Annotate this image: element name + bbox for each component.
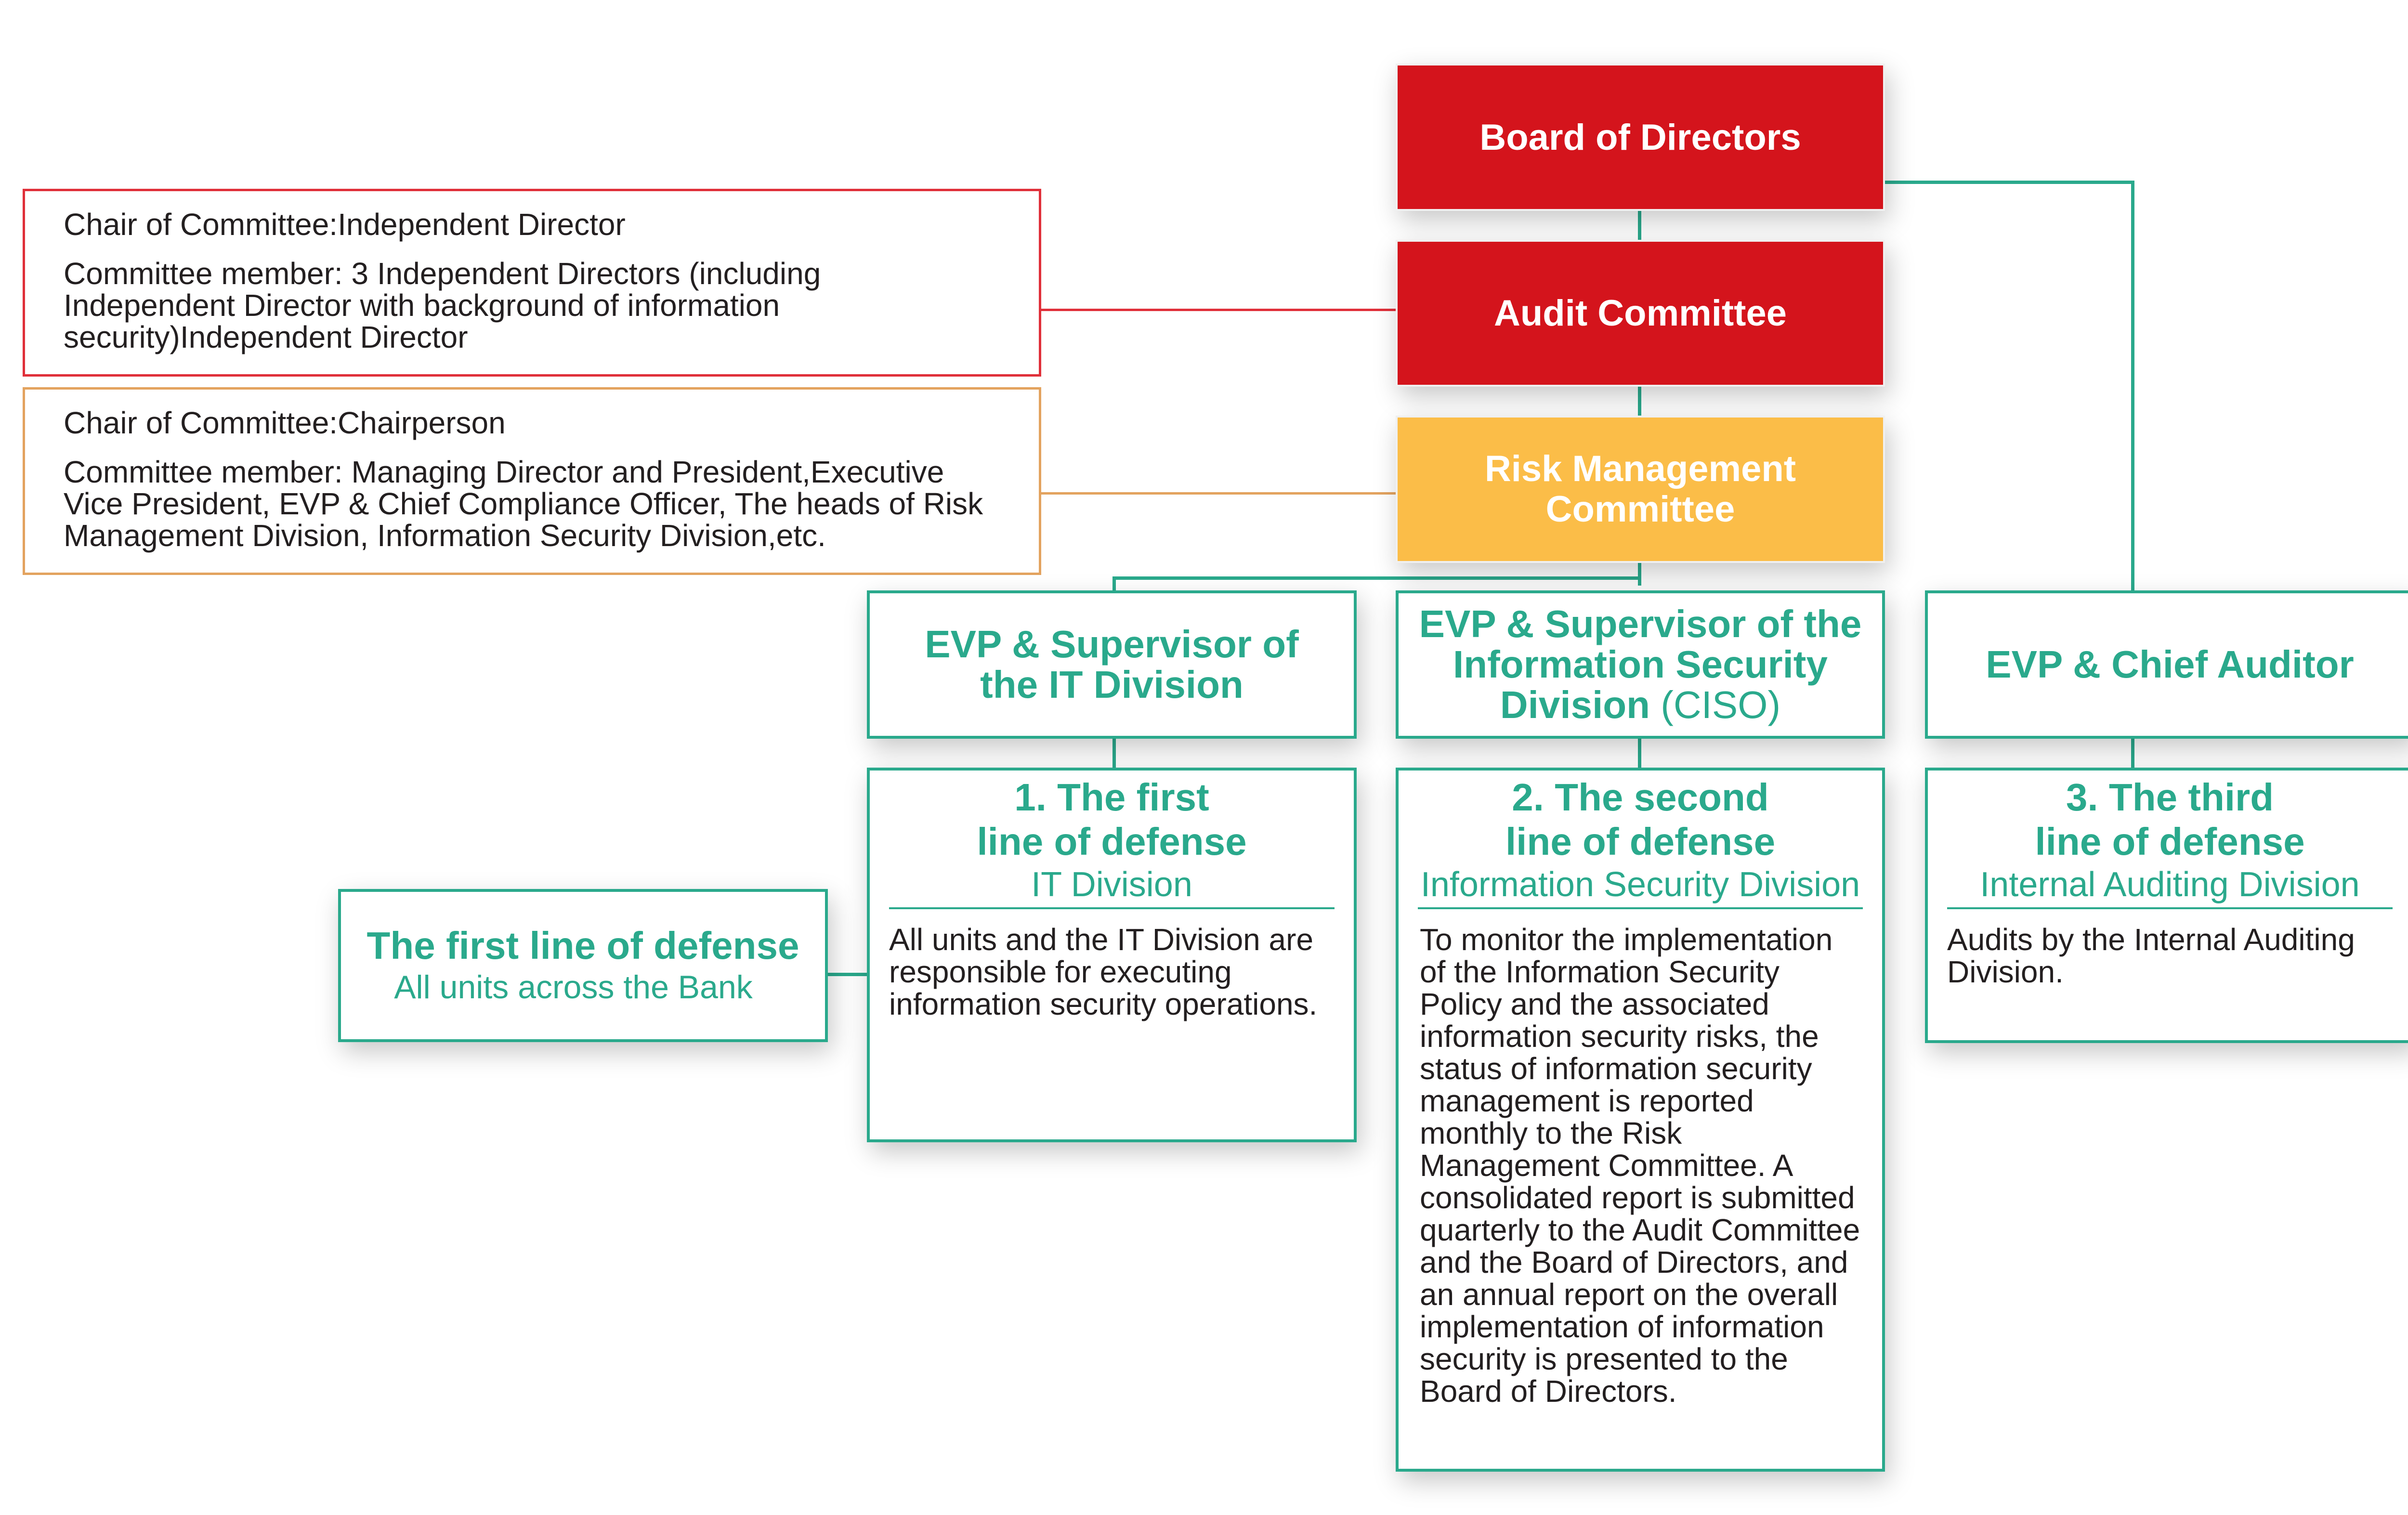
second-line-unit: Information Security Division — [1420, 865, 1860, 904]
connector-risk-note — [1039, 492, 1396, 495]
audit-committee-label: Audit Committee — [1494, 293, 1787, 334]
third-line-title1: 3. The third — [2066, 776, 2274, 819]
first-line-header: 1. The first line of defense IT Division — [870, 771, 1354, 905]
risk-committee-chair: Chair of Committee:Chairperson — [64, 405, 506, 440]
evp-ciso-line1: EVP & Supervisor of the — [1419, 602, 1862, 645]
third-line-description: Audits by the Internal Auditing Division… — [1947, 922, 2355, 989]
risk-committee-members: Committee member: Managing Director and … — [64, 455, 983, 553]
evp-ciso-line2: Information Security — [1453, 643, 1828, 686]
evp-ciso-box: EVP & Supervisor of the Information Secu… — [1396, 590, 1885, 739]
risk-management-committee-label: Risk Management Committee — [1484, 448, 1796, 530]
connector-risk-bus — [1638, 562, 1641, 586]
connector-board-audit — [1638, 210, 1641, 240]
first-line-of-defense-box: 1. The first line of defense IT Division… — [867, 768, 1357, 1142]
evp-it-division-box: EVP & Supervisor of the IT Division — [867, 590, 1357, 739]
connector-bus — [1112, 576, 1641, 580]
first-line-description: All units and the IT Division are respon… — [889, 922, 1318, 1021]
audit-committee-box: Audit Committee — [1396, 240, 1885, 387]
second-line-of-defense-box: 2. The second line of defense Informatio… — [1396, 768, 1885, 1472]
risk-management-committee-box: Risk Management Committee — [1396, 416, 1885, 563]
connector-board-right — [1884, 181, 2134, 184]
third-line-unit: Internal Auditing Division — [1980, 865, 2360, 904]
connector-evp-ciso-second — [1638, 738, 1641, 768]
evp-chief-auditor-label: EVP & Chief Auditor — [1986, 643, 2354, 686]
evp-ciso-suffix: (CISO) — [1661, 683, 1781, 726]
second-line-description: To monitor the implementation of the Inf… — [1420, 922, 1860, 1409]
second-line-divider — [1418, 907, 1863, 909]
connector-bus-evp-it — [1112, 576, 1116, 592]
connector-units-first — [826, 973, 869, 976]
first-line-title1: 1. The first — [1014, 776, 1209, 819]
risk-committee-note: Chair of Committee:Chairperson Committee… — [23, 387, 1041, 575]
board-of-directors-label: Board of Directors — [1479, 117, 1801, 158]
connector-evp-it-first — [1112, 738, 1116, 768]
board-of-directors-box: Board of Directors — [1396, 64, 1885, 211]
second-line-title2: line of defense — [1505, 820, 1776, 863]
all-units-subtitle: All units across the Bank — [394, 969, 753, 1006]
evp-it-line2: the IT Division — [980, 663, 1243, 706]
second-line-header: 2. The second line of defense Informatio… — [1399, 771, 1882, 905]
connector-board-auditor — [2131, 181, 2134, 592]
first-line-title2: line of defense — [977, 820, 1247, 863]
all-units-title: The first line of defense — [366, 924, 799, 967]
third-line-divider — [1947, 907, 2393, 909]
third-line-header: 3. The third line of defense Internal Au… — [1928, 771, 2408, 905]
evp-ciso-line3: Division (CISO) — [1500, 685, 1780, 725]
connector-auditor-third — [2131, 738, 2134, 768]
first-line-unit: IT Division — [1031, 865, 1192, 904]
evp-it-line1: EVP & Supervisor of — [925, 623, 1299, 666]
audit-committee-members: Committee member: 3 Independent Director… — [64, 256, 821, 354]
audit-committee-chair: Chair of Committee:Independent Director — [64, 207, 626, 242]
connector-audit-note — [1039, 309, 1396, 311]
third-line-of-defense-box: 3. The third line of defense Internal Au… — [1925, 768, 2408, 1043]
first-line-divider — [889, 907, 1335, 909]
all-units-first-line-box: The first line of defense All units acro… — [338, 889, 828, 1042]
evp-ciso-division: Division — [1500, 683, 1650, 726]
connector-audit-risk — [1638, 386, 1641, 416]
third-line-title2: line of defense — [2035, 820, 2305, 863]
audit-committee-note: Chair of Committee:Independent Director … — [23, 189, 1041, 377]
evp-chief-auditor-box: EVP & Chief Auditor — [1925, 590, 2408, 739]
second-line-title1: 2. The second — [1512, 776, 1769, 819]
